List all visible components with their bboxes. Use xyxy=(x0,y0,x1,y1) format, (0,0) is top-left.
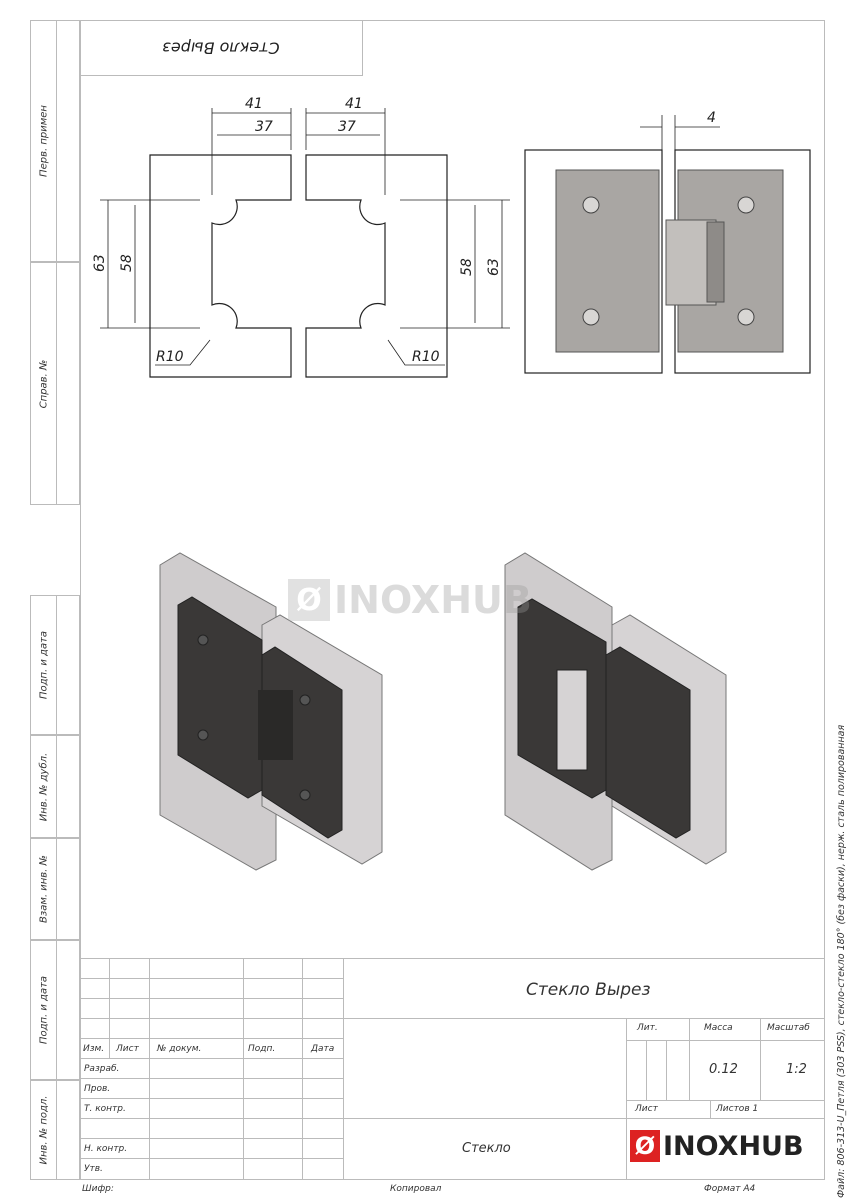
drawing-frame xyxy=(80,20,825,1180)
hdr-data: Дата xyxy=(311,1044,335,1054)
mirrored-title-box: Стекло Вырез xyxy=(80,20,363,76)
dim-gap: 4 xyxy=(707,110,716,126)
right-glass-outline xyxy=(305,154,448,378)
strip-label: Инв. № подл. xyxy=(38,1095,49,1165)
left-glass-outline xyxy=(149,154,292,378)
dim-right-37: 37 xyxy=(338,119,356,135)
strip-vzam-inv: Взам. инв. № xyxy=(30,838,80,940)
dim-right-41: 41 xyxy=(345,96,363,112)
role-prov: Пров. xyxy=(84,1084,111,1094)
iso-view-right xyxy=(504,552,727,871)
mass-value: 0.12 xyxy=(709,1062,738,1077)
front-glass-left xyxy=(524,149,663,374)
dim-left-63: 63 xyxy=(92,254,108,272)
watermark: Ø INOXHUB xyxy=(288,578,532,622)
strip-sprav: Справ. № xyxy=(30,262,80,505)
hdr-list: Лист xyxy=(116,1044,139,1054)
watermark-text: INOXHUB xyxy=(334,578,532,622)
strip-podp-data: Подп. и дата xyxy=(30,595,80,735)
strip-inv-podl: Инв. № подл. xyxy=(30,1080,80,1180)
strip-label: Подп. и дата xyxy=(38,975,49,1045)
scale-value: 1:2 xyxy=(786,1062,807,1077)
strip-podp-data-2: Подп. и дата xyxy=(30,940,80,1080)
scale-label: Масштаб xyxy=(767,1023,810,1033)
hdr-doc: № докум. xyxy=(157,1044,202,1054)
dim-right-63: 63 xyxy=(486,258,502,276)
logo-mark-icon: Ø xyxy=(630,1130,660,1162)
cipher: Шифр: xyxy=(82,1184,114,1194)
format: Формат A4 xyxy=(704,1184,756,1194)
dim-left-radius: R10 xyxy=(156,349,184,365)
strip-inv-dubl: Инв. № дубл. xyxy=(30,735,80,838)
hinge-front-view xyxy=(555,169,784,353)
dim-right-radius: R10 xyxy=(412,349,440,365)
logo-mark-icon: Ø xyxy=(288,579,330,621)
dim-left-37: 37 xyxy=(255,119,273,135)
copied: Копировал xyxy=(390,1184,442,1194)
mass-label: Масса xyxy=(704,1023,733,1033)
hdr-podp: Подп. xyxy=(248,1044,276,1054)
file-note: Файл: 806-313-U_Петля (303 PSS), стекло-… xyxy=(836,724,847,1198)
role-t-kontr: Т. контр. xyxy=(84,1104,126,1114)
lit-label: Лит. xyxy=(637,1023,658,1033)
company-logo: Ø INOXHUB xyxy=(630,1130,804,1162)
strip-perv-primen: Перв. примен xyxy=(30,20,80,262)
sheets-label: Листов 1 xyxy=(716,1104,759,1114)
iso-view-left xyxy=(159,552,383,871)
dim-left-58: 58 xyxy=(119,254,135,272)
role-razrab: Разраб. xyxy=(84,1064,120,1074)
dim-right-58: 58 xyxy=(459,258,475,276)
role-utv: Утв. xyxy=(84,1164,103,1174)
drawing-views: 41 37 41 37 63 58 58 63 R10 R10 4 xyxy=(92,96,811,871)
sheet-label: Лист xyxy=(635,1104,658,1114)
logo-text: INOXHUB xyxy=(663,1130,804,1162)
dim-left-41: 41 xyxy=(245,96,263,112)
role-n-kontr: Н. контр. xyxy=(84,1144,128,1154)
hdr-izm: Изм. xyxy=(83,1044,105,1054)
drawing-title: Стекло Вырез xyxy=(526,980,651,1000)
material: Стекло xyxy=(462,1141,511,1156)
